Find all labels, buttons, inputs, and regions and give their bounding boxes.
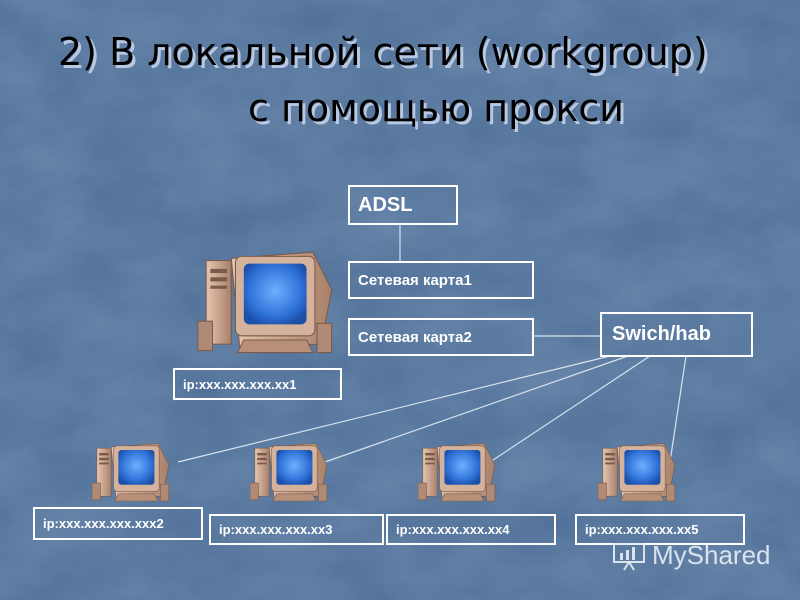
presentation-board-icon xyxy=(613,542,645,571)
slide-title-line1: 2) В локальной сети (workgroup) 2) В лок… xyxy=(58,30,711,77)
network-card-1-box: Сетевая карта1 xyxy=(348,261,534,299)
watermark-logo: MyShared xyxy=(612,540,771,571)
ip-label-3: ip:xxx.xxx.xxx.xx3 xyxy=(209,514,384,545)
client-computer-4-icon xyxy=(418,440,502,508)
watermark-text: MyShared xyxy=(652,540,771,570)
client-computer-3-icon xyxy=(250,440,334,508)
ip-label-5: ip:xxx.xxx.xxx.xx5 xyxy=(575,514,745,545)
slide-title-line2: с помощью прокси с помощью прокси xyxy=(248,86,627,133)
ip-label-1: ip:xxx.xxx.xxx.xx1 xyxy=(173,368,342,400)
proxy-computer-icon xyxy=(196,248,346,363)
client-computer-5-icon xyxy=(598,440,682,508)
ip-label-4: ip:xxx.xxx.xxx.xx4 xyxy=(386,514,556,545)
network-card-2-box: Сетевая карта2 xyxy=(348,318,534,356)
ip-label-2: ip:xxx.xxx.xxx.xxx2 xyxy=(33,507,203,540)
adsl-box: ADSL xyxy=(348,185,458,225)
client-computer-2-icon xyxy=(92,440,176,508)
switch-box: Swich/hab xyxy=(600,312,753,357)
